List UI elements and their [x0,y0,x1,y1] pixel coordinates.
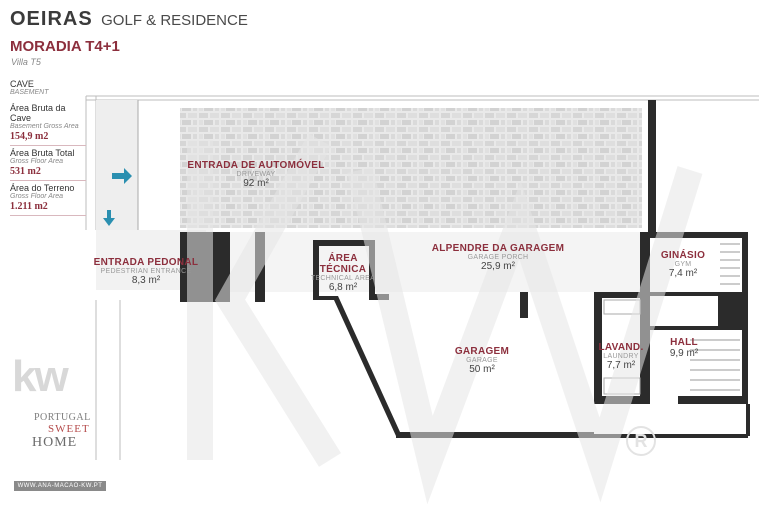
room-name: LAVAND. [598,342,644,353]
room-garage-porch: ALPENDRE DA GARAGEM GARAGE PORCH 25,9 m² [432,243,565,272]
area-item-label-en: Basement Gross Area [10,123,79,130]
room-area: 50 m² [469,364,495,375]
room-name: GARAGEM [454,346,510,357]
area-item-value: 154,9 m2 [10,131,49,142]
area-item: Área do Terreno Gross Floor Area 1.211 m… [10,181,86,216]
ramp-strip [96,100,138,230]
website-url: WWW.ANA-MACAO-KW.PT [14,481,106,491]
page-title: OEIRAS GOLF & RESIDENCE [10,8,248,31]
area-item: Área Bruta Total Gross Floor Area 531 m2 [10,146,86,181]
arrow-down-icon [103,210,115,226]
portugal-sweet-home-logo: PORTUGAL SWEET HOME [22,412,102,451]
logo-line-sweet: SWEET [48,423,90,435]
room-pedestrian-entrance: ENTRADA PEDONAL PEDESTRIAN ENTRANCE 8,3 … [94,257,199,286]
garage-outline [314,296,594,436]
area-info-panel: CAVE BASEMENT Área Bruta da Cave Basemen… [10,77,86,216]
brand-subtitle: GOLF & RESIDENCE [101,12,248,29]
kw-watermark [187,133,703,505]
logo-line-portugal: PORTUGAL [34,412,91,423]
area-item: Área Bruta da Cave Basement Gross Area 1… [10,101,86,146]
brand-name: OEIRAS [10,8,93,30]
area-item-value: 531 m2 [10,166,41,177]
room-name-line2: TÉCNICA [319,264,367,275]
area-item-label-en: Gross Floor Area [10,158,64,165]
level-label-en: BASEMENT [10,89,49,96]
room-name: ÁREA [328,253,358,264]
room-area: 25,9 m² [481,261,515,272]
room-driveway: ENTRADA DE AUTOMÓVEL DRIVEWAY 92 m² [187,160,324,189]
logo-line-home: HOME [32,435,78,450]
level-label: CAVE [10,79,34,89]
room-name: GINÁSIO [660,250,706,261]
room-name: ALPENDRE DA GARAGEM [431,243,565,254]
room-garage: GARAGEM GARAGE 50 m² [455,346,509,375]
room-name-en: DRIVEWAY [236,171,276,178]
room-name-en: LAUNDRY [603,353,639,360]
site-boundary [85,95,759,460]
room-hall: HALL 9,9 m² [670,337,698,359]
area-item-label: Área Bruta Total [10,148,75,158]
area-item-value: 1.211 m2 [10,201,48,212]
registered-mark-icon: R [626,426,656,456]
property-type-en: Villa T5 [11,57,41,67]
property-type: MORADIA T4+1 [10,38,120,55]
room-name: HALL [670,337,698,348]
kw-logo: kw [12,352,69,401]
room-gym: GINÁSIO GYM 7,4 m² [661,250,705,279]
room-area: 7,7 m² [606,360,636,371]
entrance-arrows [103,168,132,226]
driveway-paving [180,108,642,228]
room-laundry: LAVAND. LAUNDRY 7,7 m² [598,342,643,371]
room-name-en: GYM [674,261,692,268]
room-area: 92 m² [243,178,269,189]
stairs [690,243,740,391]
room-name-en: GARAGE PORCH [467,254,529,261]
area-item-label-en: Gross Floor Area [10,193,64,200]
garage-porch-floor [230,232,648,292]
arrow-right-icon [112,168,132,184]
level-block: CAVE BASEMENT [10,77,86,101]
area-item-label: Área Bruta da Cave [10,103,66,123]
room-area: 9,9 m² [669,348,699,359]
room-technical-area: ÁREA TÉCNICA TECHNICAL AREA 6,8 m² [311,253,375,293]
room-name-en: PEDESTRIAN ENTRANCE [100,268,192,275]
room-name: ENTRADA DE AUTOMÓVEL [187,160,325,171]
room-area: 7,4 m² [668,268,698,279]
room-area: 8,3 m² [131,275,161,286]
area-item-label: Área do Terreno [10,183,75,193]
room-area: 6,8 m² [328,282,358,293]
room-name-en: GARAGE [466,357,498,364]
room-name: ENTRADA PEDONAL [93,257,199,268]
room-name-en: TECHNICAL AREA [310,275,376,282]
